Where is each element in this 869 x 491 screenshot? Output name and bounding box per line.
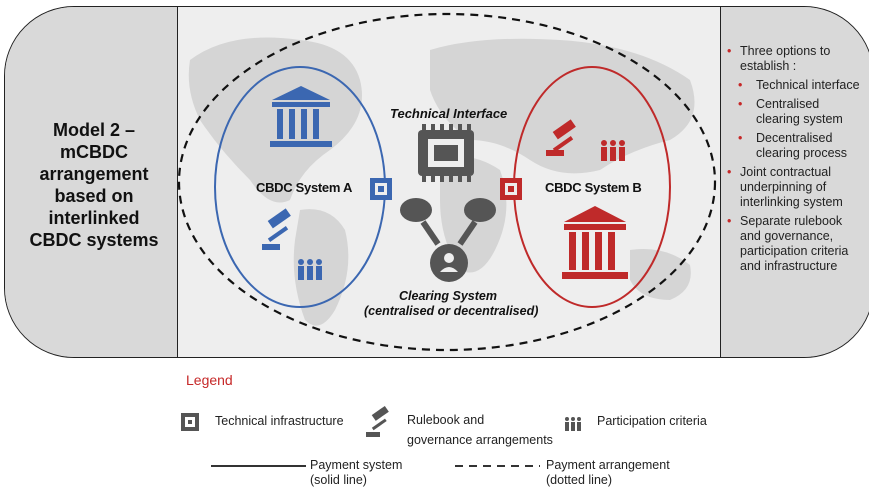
technical-interface-chip-icon [418,124,474,182]
payment-arrangement-ellipse [177,12,717,352]
model-title: Model 2 – mCBDC arrangement based on int… [29,120,159,250]
technical-interface-label: Technical Interface [390,106,508,121]
participants-icon [298,259,322,280]
gavel-icon [546,119,576,156]
bullet-item: Joint contractual underpinning of interl… [724,165,866,210]
legend-payment-system-line2: (solid line) [310,473,367,487]
bullet-list: Three options to establish : Technical i… [724,44,866,278]
legend-payment-system: Payment system (solid line) [310,458,402,488]
legend-payment-arrangement-line2: (dotted line) [546,473,613,487]
gavel-icon [366,405,389,437]
legend-rulebook: Rulebook and governance arrangements [407,413,553,448]
legend-technical-infrastructure: Technical infrastructure [215,414,344,428]
clearing-system-label: Clearing System (centralised or decentra… [364,289,539,319]
node-dot [464,198,496,222]
participants-icon [565,417,581,431]
legend-participation: Participation criteria [597,414,707,428]
legend-rulebook-line2: governance arrangements [407,433,553,447]
clearing-system-title: Clearing System [399,289,497,303]
legend-payment-arrangement-line1: Payment arrangement [546,458,670,472]
sub-bullet-item: Decentralised clearing process [724,131,866,161]
legend-payment-system-line1: Payment system [310,458,403,472]
clearing-system-subtitle: (centralised or decentralised) [364,304,539,318]
chip-icon [500,178,522,200]
bank-icon [270,86,332,147]
sub-bullet-item: Technical interface [724,78,866,93]
bullet-item: Three options to establish : [724,44,866,74]
chip-icon [181,413,199,431]
gavel-icon [262,208,291,250]
left-panel: Model 2 – mCBDC arrangement based on int… [5,7,177,357]
legend-rulebook-line1: Rulebook and [407,413,485,427]
legend-title: Legend [186,372,233,388]
system-b-label: CBDC System B [545,180,642,195]
node-dot [400,198,432,222]
system-a-label: CBDC System A [256,180,353,195]
bank-icon [562,206,628,279]
participants-icon [601,140,625,161]
chip-icon [370,178,392,200]
sub-bullet-item: Centralised clearing system [724,97,866,127]
connector-line [420,220,441,246]
connector-line [457,220,478,246]
legend-payment-arrangement: Payment arrangement (dotted line) [546,458,670,488]
bullet-item: Separate rulebook and governance, partic… [724,214,866,274]
